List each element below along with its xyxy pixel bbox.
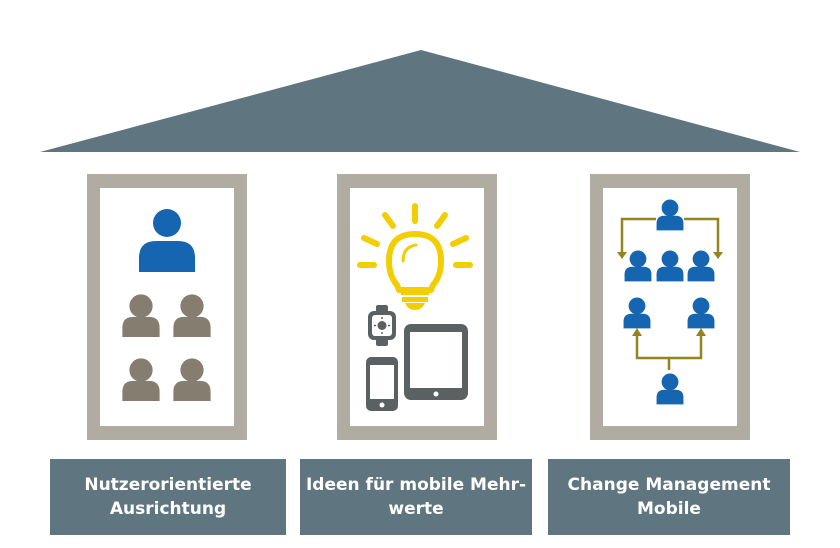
roof bbox=[40, 50, 800, 152]
pillar-label-2: Ideen für mobile Mehr- werte bbox=[300, 459, 532, 535]
tablet-icon bbox=[404, 324, 468, 400]
person-icon bbox=[656, 199, 684, 231]
org-chart-icon bbox=[617, 199, 723, 405]
person-icon bbox=[656, 373, 684, 405]
person-icon bbox=[173, 294, 211, 338]
person-icon bbox=[122, 358, 160, 402]
smartwatch-icon bbox=[368, 305, 396, 346]
person-icon bbox=[687, 250, 715, 282]
pillar-label-3: Change Management Mobile bbox=[548, 459, 790, 535]
person-icon bbox=[624, 250, 652, 282]
lightbulb-icon bbox=[357, 203, 473, 310]
pillar-label-line: Change Management bbox=[567, 475, 771, 495]
pillar-label-line: Nutzerorientierte bbox=[84, 475, 252, 495]
lead-person-icon bbox=[139, 209, 195, 272]
person-icon bbox=[173, 358, 211, 402]
people-group-icon bbox=[122, 209, 211, 402]
person-icon bbox=[687, 297, 715, 329]
pillar-label-line: Mobile bbox=[637, 499, 701, 519]
person-icon bbox=[623, 297, 651, 329]
person-icon bbox=[656, 250, 684, 282]
pillar-label-line: werte bbox=[388, 499, 444, 519]
person-icon bbox=[122, 294, 160, 338]
pillar-label-1: Nutzerorientierte Ausrichtung bbox=[50, 459, 286, 535]
smartphone-icon bbox=[366, 357, 398, 411]
pillar-label-line: Ausrichtung bbox=[109, 499, 227, 519]
pillar-label-line: Ideen für mobile Mehr- bbox=[305, 475, 527, 495]
